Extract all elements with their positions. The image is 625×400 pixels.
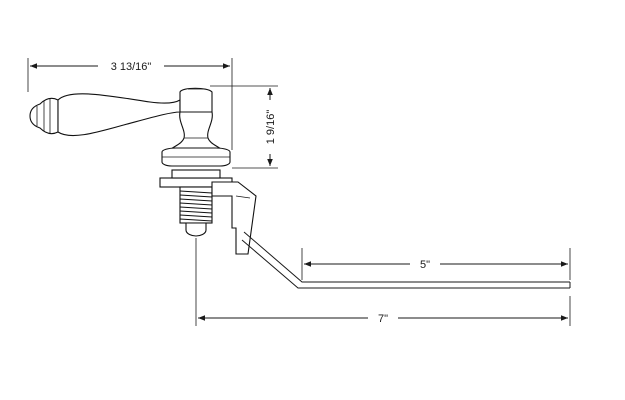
dimension-handle-height: 1 9/16" bbox=[210, 85, 278, 169]
handle-height-label: 1 9/16" bbox=[265, 110, 277, 145]
lever-bracket bbox=[211, 181, 257, 255]
total-length-label: 7" bbox=[378, 313, 388, 325]
dimension-overall-width: 3 13/16" bbox=[27, 58, 233, 150]
handle-body bbox=[57, 93, 181, 137]
dimension-arm-length: 5" bbox=[301, 248, 571, 280]
lift-arm-upper-edge bbox=[243, 231, 570, 283]
dimension-total-length: 7" bbox=[195, 238, 571, 326]
shaft-end bbox=[185, 222, 207, 237]
shank-top bbox=[171, 169, 221, 179]
thread-lines bbox=[179, 190, 213, 222]
arm-length-label: 5" bbox=[420, 259, 430, 271]
handle-cap bbox=[179, 87, 213, 113]
lever-handle bbox=[29, 87, 231, 167]
overall-width-label: 3 13/16" bbox=[111, 61, 152, 73]
lift-arm bbox=[241, 231, 571, 289]
mounting-assembly bbox=[159, 169, 257, 255]
handle-collar bbox=[168, 111, 224, 151]
lift-arm-lower-edge bbox=[241, 239, 570, 289]
